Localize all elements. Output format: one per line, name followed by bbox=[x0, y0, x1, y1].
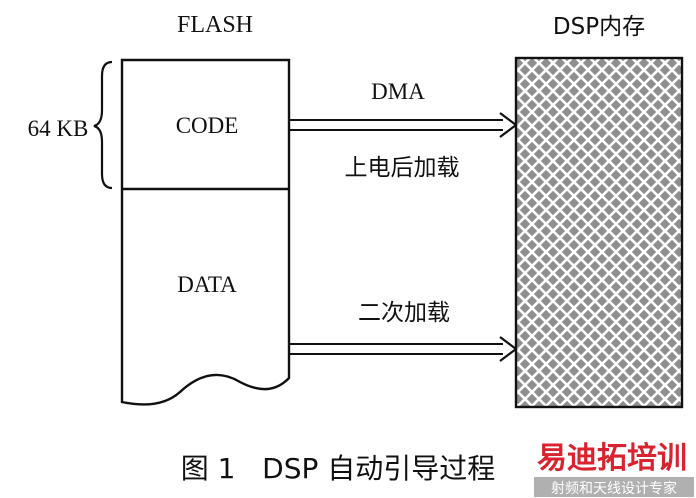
second-load-arrow bbox=[290, 336, 518, 362]
figure-caption: 图 1 DSP 自动引导过程 bbox=[181, 452, 496, 485]
code-section-label: CODE bbox=[176, 113, 239, 138]
flash-block bbox=[120, 58, 291, 406]
data-section-label: DATA bbox=[177, 272, 237, 297]
dma-label: DMA bbox=[371, 79, 425, 104]
flash-title: FLASH bbox=[177, 12, 253, 38]
second-load-label: 二次加载 bbox=[358, 300, 450, 326]
size-brace bbox=[93, 60, 113, 190]
dsp-memory-block bbox=[514, 56, 684, 409]
dsp-memory-title: DSP内存 bbox=[553, 14, 645, 40]
watermark: 易迪拓培训 射频和天线设计专家 bbox=[534, 441, 694, 497]
size-label: 64 KB bbox=[28, 116, 89, 141]
watermark-band bbox=[534, 477, 694, 497]
watermark-sub-text: 射频和天线设计专家 bbox=[551, 480, 677, 497]
boot-load-label: 上电后加载 bbox=[345, 155, 460, 181]
dma-arrow bbox=[290, 112, 518, 138]
watermark-main-text: 易迪拓培训 bbox=[537, 441, 687, 476]
